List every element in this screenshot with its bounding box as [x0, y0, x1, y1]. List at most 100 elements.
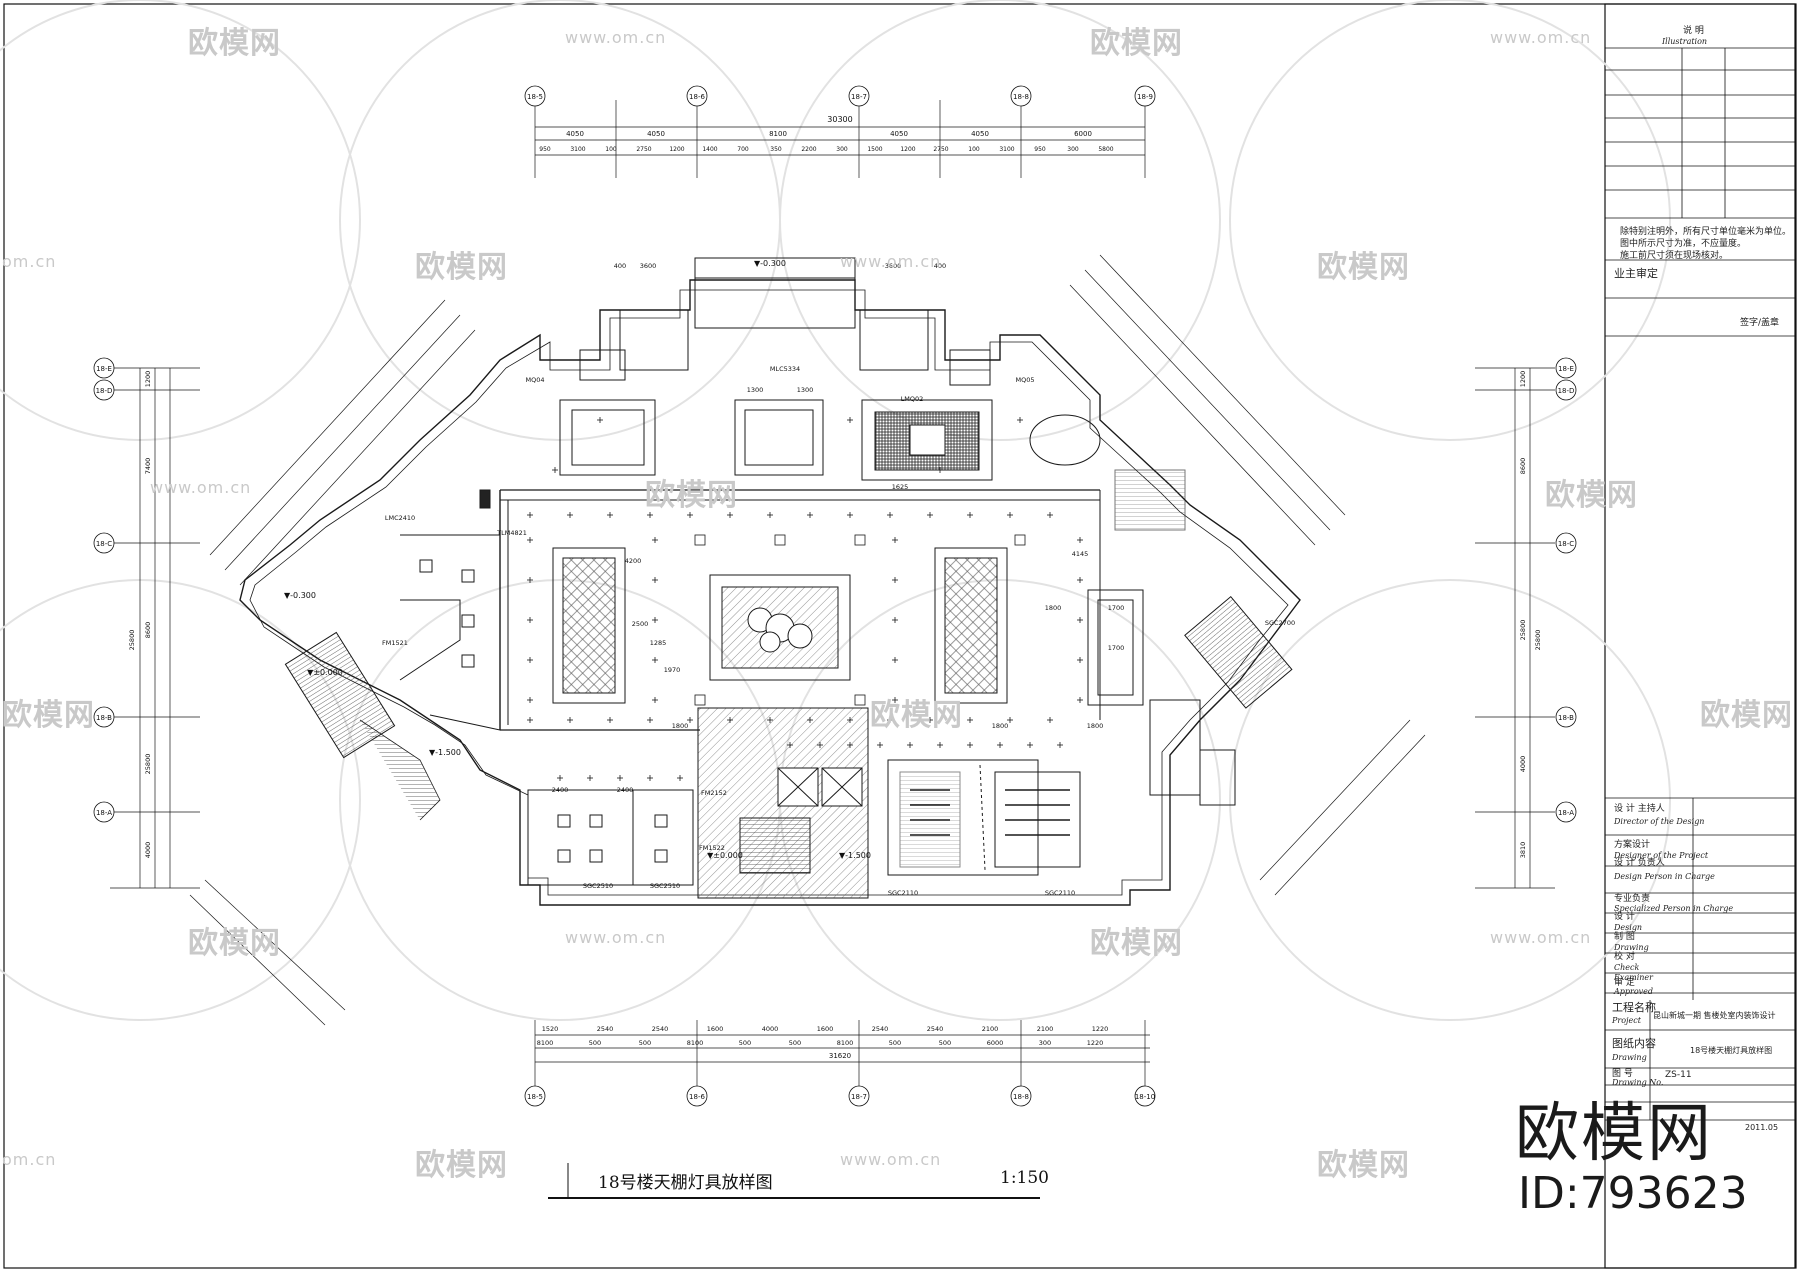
design-en: Design: [1614, 923, 1643, 932]
axis-bubble-top-label: 18-8: [1013, 93, 1029, 101]
dim-right-total: 25800: [1534, 630, 1542, 651]
dim-bottom-row2: 8100: [837, 1039, 854, 1047]
ceiling-light: [1047, 717, 1053, 723]
room-dim: 3600: [640, 262, 657, 270]
room-dim: 1800: [1087, 722, 1104, 730]
level-mark: ▼-1.500: [839, 851, 871, 860]
axis-bubble-top: [848, 85, 870, 107]
person-in-charge-en: Design Person in Charge: [1614, 872, 1715, 881]
ceiling-light: [527, 617, 533, 623]
axis-bubble-right-label: 18-C: [1558, 540, 1574, 548]
axis-bubble-left-label: 18-C: [96, 540, 112, 548]
room-dim: 2400: [552, 786, 569, 794]
ceiling-light: [527, 657, 533, 663]
dim-diagonal-right: [1069, 254, 1426, 896]
ceiling-light: [607, 512, 613, 518]
dim-bottom: [534, 1020, 1150, 1090]
dim-top-row1: 4050: [647, 130, 665, 138]
room-dim: 1700: [1108, 604, 1125, 612]
watermark-url: www.om.cn: [1490, 28, 1592, 47]
axis-bubble-bottom-label: 18-7: [851, 1093, 867, 1101]
axis-bubble-right-label: 18-E: [1558, 365, 1574, 373]
downlight-square: [774, 534, 786, 546]
ceiling-light: [687, 512, 693, 518]
date-value: 2011.05: [1745, 1123, 1779, 1132]
ceiling-light: [892, 617, 898, 623]
watermark-brand: 欧模网: [1700, 698, 1793, 733]
ceiling-light: [527, 577, 533, 583]
watermark-brand: 欧模网: [1317, 250, 1410, 285]
ceiling-light: [892, 697, 898, 703]
dim-bottom-row1: 2100: [982, 1025, 999, 1033]
ceiling-light: [1007, 512, 1013, 518]
dim-bottom-row2: 500: [589, 1039, 601, 1047]
ceiling-light: [1027, 742, 1033, 748]
dim-bottom-row2: 500: [639, 1039, 651, 1047]
axis-bubble-left-label: 18-A: [96, 809, 112, 817]
content-value: 18号楼天棚灯具放样图: [1690, 1046, 1773, 1055]
ceiling-light: [527, 537, 533, 543]
ceiling-light: [652, 617, 658, 623]
dim-bottom-row1: 1520: [542, 1025, 559, 1033]
dim-top-row2: 100: [605, 146, 617, 153]
room-dim: 1800: [1045, 604, 1062, 612]
watermark-id: ID:793623: [1518, 1168, 1748, 1219]
content-label-en: Drawing: [1612, 1053, 1647, 1062]
dim-top-row2: 2750: [933, 146, 948, 153]
dim-left: 7400: [144, 458, 152, 475]
ceiling-light: [1007, 717, 1013, 723]
dim-bottom-row2: 8100: [537, 1039, 554, 1047]
watermark-url: om.cn: [2, 1150, 57, 1169]
ceiling-light: [652, 657, 658, 663]
room-tag: MLC5334: [770, 365, 800, 373]
meeting-room: [887, 759, 1039, 876]
drawing-scale: 1:150: [1000, 1168, 1049, 1188]
axis-bubble-right: [1555, 706, 1577, 728]
coffer-small-1: [579, 349, 626, 381]
project-label-cn: 工程名称: [1612, 1001, 1656, 1014]
ceiling-light: [527, 512, 533, 518]
watermark-url: www.om.cn: [840, 1150, 942, 1169]
downlight-square: [694, 694, 706, 706]
drawing-no-cn: 图 号: [1612, 1069, 1633, 1079]
ceiling-light: [1047, 512, 1053, 518]
ceiling-light: [847, 717, 853, 723]
ceiling-light: [647, 717, 653, 723]
ceiling-light: [767, 717, 773, 723]
ceiling-light: [892, 657, 898, 663]
left-room-1: [400, 534, 501, 731]
room-tag: SGC2110: [888, 889, 918, 897]
ceiling-light: [1077, 537, 1083, 543]
dim-right: 8600: [1519, 458, 1527, 475]
dim-bottom-row1: 1600: [817, 1025, 834, 1033]
axis-bubble-right: [1555, 379, 1577, 401]
design-cn: 设 计: [1614, 912, 1635, 922]
ceiling-light: [727, 512, 733, 518]
downlight-square: [854, 694, 866, 706]
project-designer-en: Designer of the Project: [1614, 851, 1709, 860]
dim-top-row2: 1400: [702, 146, 717, 153]
watermark-brand: 欧模网: [645, 478, 738, 513]
axis-bubble-bottom: [1134, 1085, 1156, 1107]
dim-top-row2: 350: [770, 146, 782, 153]
dim-top-row2: 3100: [999, 146, 1014, 153]
hall-coffer-center: [709, 574, 851, 681]
dim-top: [534, 100, 1146, 178]
ceiling-light: [652, 697, 658, 703]
specialized-cn: 专业负责: [1614, 894, 1651, 904]
ceiling-light: [527, 697, 533, 703]
watermark-brand: 欧模网: [1090, 926, 1183, 961]
dim-top-row1: 4050: [566, 130, 584, 138]
director-en: Director of the Design: [1614, 817, 1705, 826]
dim-top-row2: 1200: [900, 146, 915, 153]
level-mark: ▼-1.500: [429, 748, 461, 757]
axis-bubble-right: [1555, 532, 1577, 554]
dim-bottom-row2: 500: [739, 1039, 751, 1047]
ceiling-light: [567, 512, 573, 518]
ceiling-light: [807, 717, 813, 723]
downlight-square: [694, 534, 706, 546]
dim-bottom-row2: 500: [889, 1039, 901, 1047]
ceiling-light: [1077, 697, 1083, 703]
approved-cn: 审 定: [1614, 978, 1635, 988]
downlight-square: [1014, 534, 1026, 546]
